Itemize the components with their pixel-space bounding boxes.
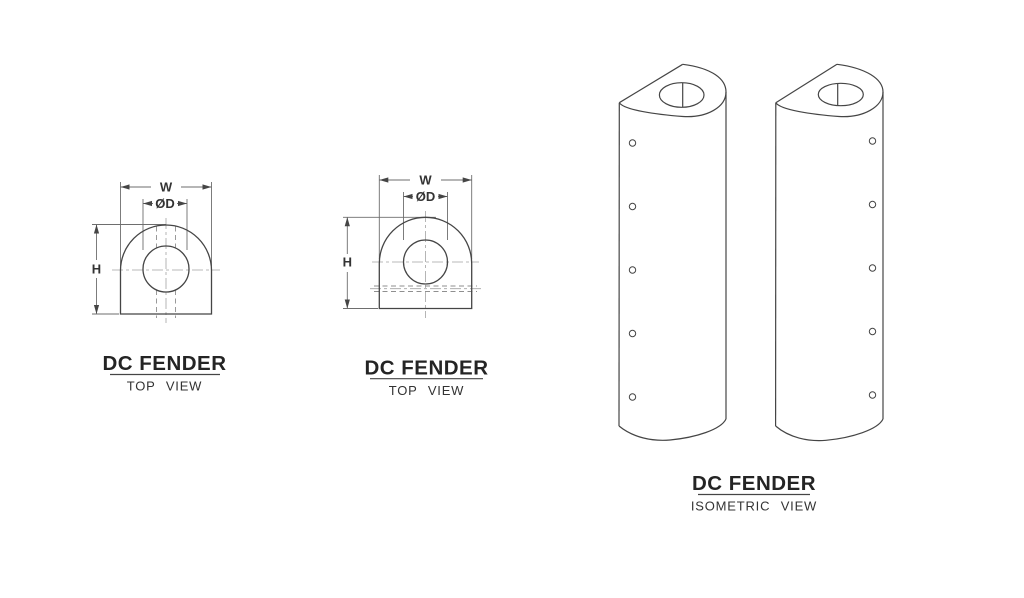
view-subtitle: ISOMETRIC VIEW [691, 499, 817, 514]
part-geometry [119, 224, 213, 315]
mounting-hole [868, 391, 877, 399]
part-outline [119, 224, 213, 315]
arrow [178, 200, 187, 207]
isometric-view: DC FENDER ISOMETRIC VIEW [618, 63, 884, 514]
arrow [403, 193, 413, 200]
view-subtitle: TOP VIEW [127, 379, 203, 394]
top-flat-edge [618, 63, 684, 104]
arrow [344, 299, 350, 309]
part-geometry [378, 216, 473, 310]
mounting-hole [868, 264, 877, 272]
dimension-arrows [93, 184, 212, 314]
mounting-hole [628, 139, 637, 147]
bottom-arc [618, 418, 727, 441]
view-title: DC FENDER [102, 352, 226, 375]
mounting-holes [868, 137, 877, 399]
arrow [202, 184, 212, 190]
hidden-lines [374, 285, 477, 292]
top-view-2: W ØD H DC FENDER TOP VIEW [343, 173, 488, 399]
dimension-arrows [344, 177, 472, 309]
fender-left [618, 63, 727, 441]
bore-ellipse [658, 82, 705, 108]
mounting-hole [628, 393, 637, 401]
arrow [120, 184, 130, 190]
ext-line-h [343, 216, 436, 309]
ext-line-h [92, 224, 166, 315]
dim-label-w: W [160, 180, 173, 195]
arrow [462, 177, 472, 183]
bore-circle [402, 239, 449, 285]
hidden-lines [156, 226, 176, 318]
mounting-hole [628, 266, 637, 274]
centerlines [112, 218, 220, 323]
bore-circle [142, 245, 190, 293]
top-flat-edge [775, 63, 838, 104]
view-subtitle: TOP VIEW [389, 383, 465, 398]
mounting-hole [868, 200, 877, 209]
view-title: DC FENDER [692, 472, 816, 495]
bottom-arc [775, 418, 884, 442]
arrow [379, 177, 389, 183]
ext-line-w [120, 182, 212, 266]
mounting-hole [628, 329, 637, 338]
arrow [438, 193, 448, 200]
mounting-holes [628, 139, 637, 401]
mounting-hole [628, 202, 637, 211]
dim-label-w: W [419, 173, 432, 188]
centerlines [370, 211, 481, 318]
arrow [143, 200, 152, 207]
arrow [93, 305, 100, 314]
dim-label-diameter: ØD [416, 189, 436, 204]
view-title: DC FENDER [364, 357, 488, 380]
top-face-arc [775, 63, 884, 118]
top-face-arc [618, 63, 727, 118]
fender-right [775, 63, 884, 442]
ext-line-d [403, 192, 448, 240]
top-view-1: W ØD H DC FENDER TOP VIEW [92, 180, 226, 394]
mounting-hole [868, 137, 877, 145]
bore-ellipse [817, 82, 864, 107]
arrow [93, 224, 100, 234]
dim-label-diameter: ØD [155, 196, 175, 211]
mounting-hole [868, 327, 877, 336]
dim-label-h: H [92, 262, 101, 277]
part-outline [378, 216, 473, 310]
arrow [344, 217, 350, 227]
dim-label-h: H [343, 255, 352, 270]
